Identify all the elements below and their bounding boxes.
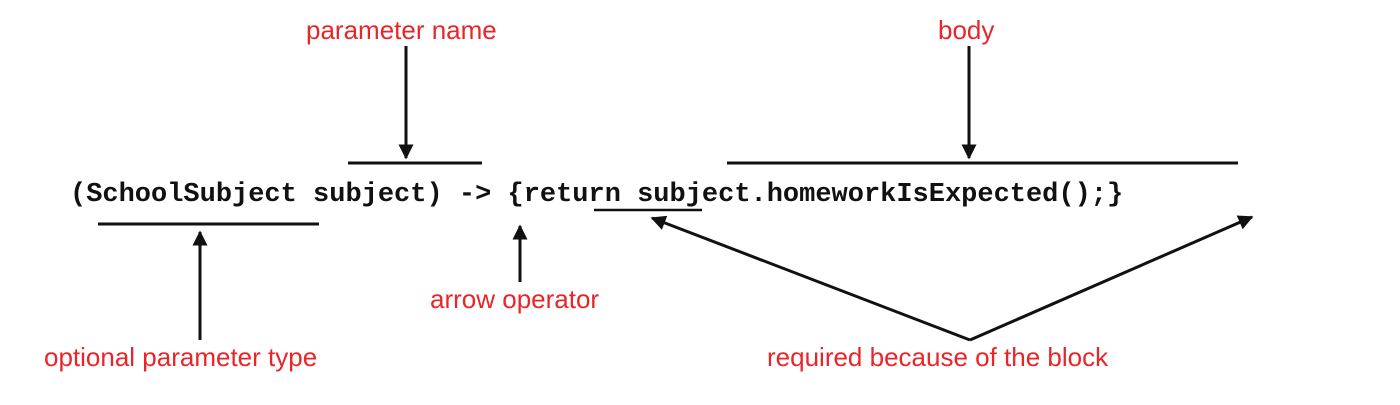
required-block-label: required because of the block — [767, 342, 1109, 372]
body-label: body — [938, 15, 995, 45]
required-arrow-return — [650, 215, 971, 342]
required-arrow-semicolon — [969, 215, 1254, 342]
arrow-operator-label: arrow operator — [430, 284, 600, 314]
optional-parameter-type-label: optional parameter type — [44, 342, 318, 372]
code-after: subject.homeworkIsExpected();} — [620, 180, 1124, 210]
code-return-keyword: return — [523, 180, 621, 210]
code-before: (SchoolSubject subject) -> { — [70, 180, 524, 210]
lambda-expression: (SchoolSubject subject) -> {return subje… — [70, 182, 1123, 209]
parameter-name-label: parameter name — [306, 15, 497, 45]
